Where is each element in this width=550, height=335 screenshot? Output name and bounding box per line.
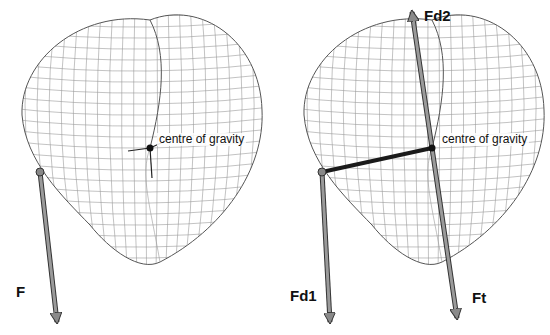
force-label: F [14, 284, 27, 301]
force-label: Fd2 [422, 8, 453, 25]
force-label: Ft [470, 290, 488, 307]
point-dot [36, 168, 44, 176]
lever-arm [322, 148, 432, 172]
force-arrow [40, 172, 57, 322]
force-arrow [322, 172, 330, 322]
force-arrow [412, 12, 432, 148]
centre-dot [429, 145, 436, 152]
force-arrow [40, 172, 57, 322]
point-label: centre of gravity [157, 133, 246, 146]
point-label: centre of gravity [440, 133, 529, 146]
force-arrow [322, 172, 330, 322]
force-arrow [432, 148, 457, 318]
force-arrow [432, 148, 457, 318]
body-mesh [282, 0, 550, 280]
centre-dot [147, 145, 154, 152]
force-label: Fd1 [288, 288, 319, 305]
point-dot [318, 168, 326, 176]
force-arrow [412, 12, 432, 148]
